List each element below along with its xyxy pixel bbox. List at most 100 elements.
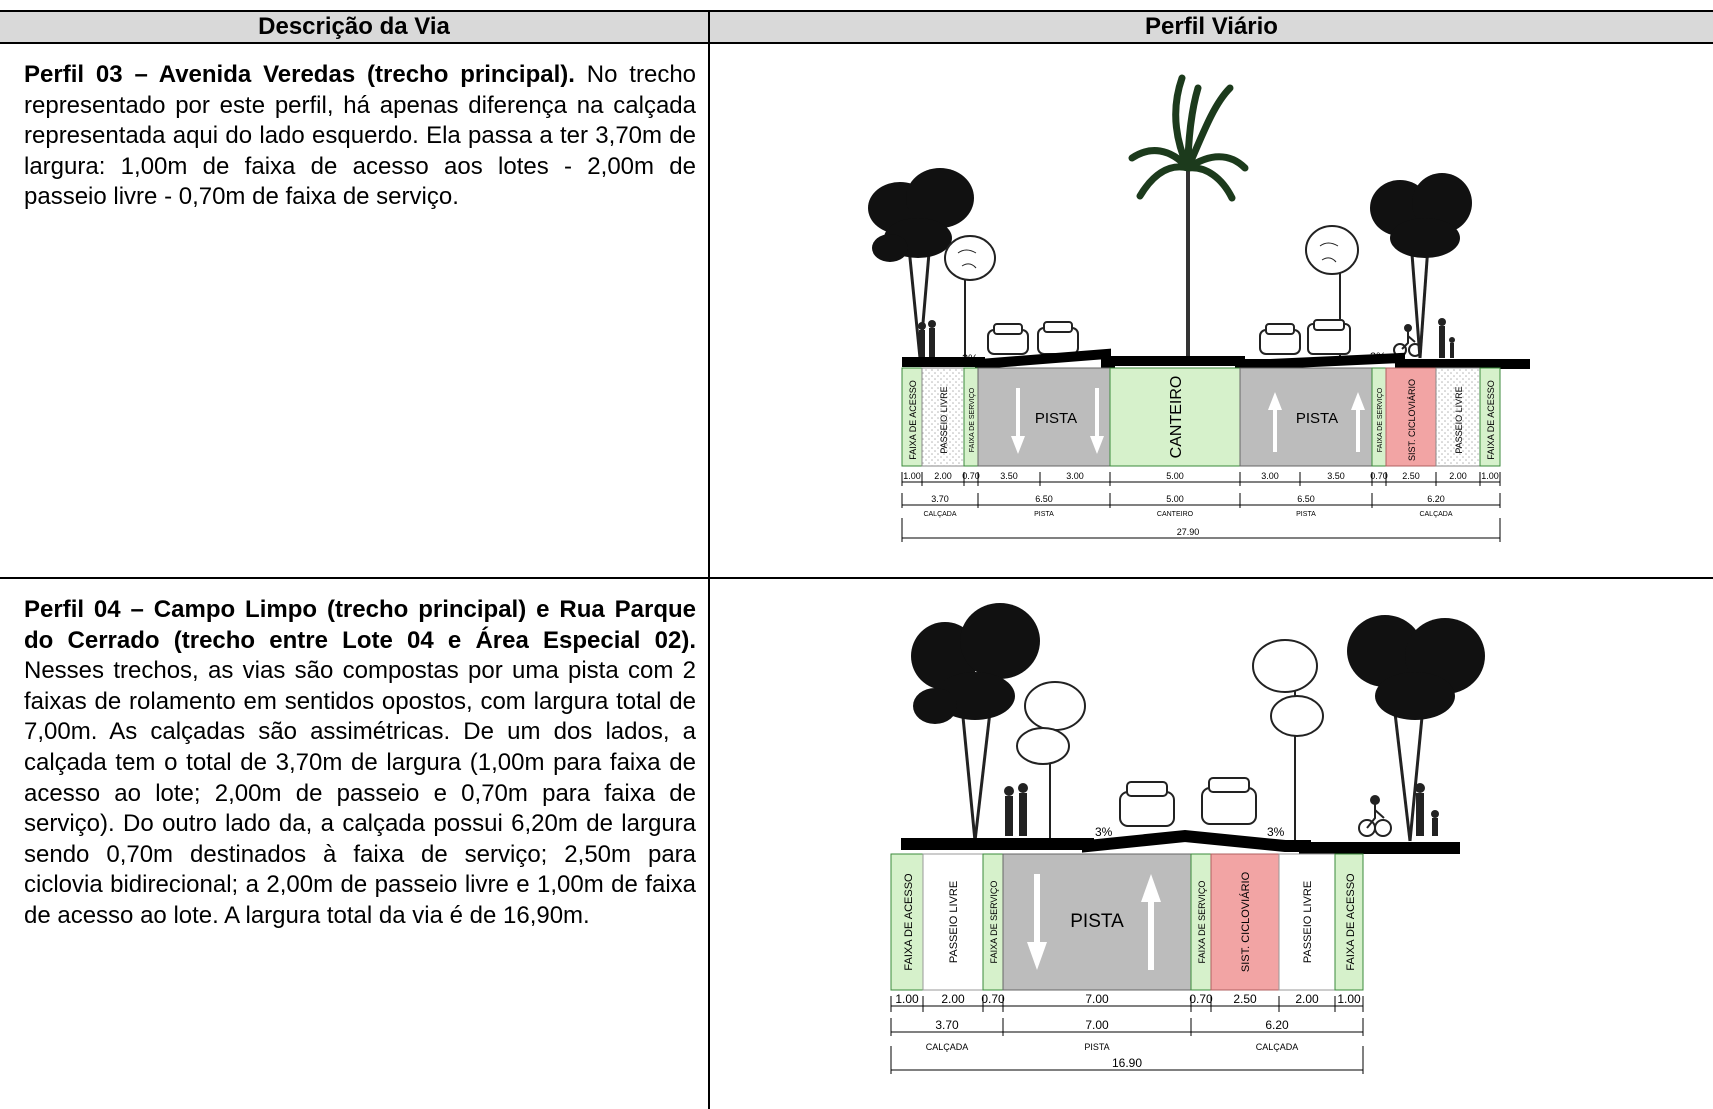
- dim-value: 1.00: [1337, 992, 1361, 1006]
- strip-faixa-acesso-right: FAIXA DE ACESSO: [1479, 367, 1501, 467]
- ground-profile-line: [902, 348, 1530, 370]
- strip-faixa-servico-left: FAIXA DE SERVIÇO: [982, 853, 1004, 991]
- ground-profile-line: [901, 829, 1460, 854]
- profile-03-diagram: 3% 3% FAIXA DE ACESSO PASSEIO LIVRE FAIX…: [868, 74, 1530, 542]
- strip-canteiro: CANTEIRO: [1109, 367, 1241, 467]
- header-bottom-border: [0, 42, 1713, 44]
- dim-value: 0.70: [1370, 471, 1388, 481]
- group-label: CALÇADA: [1256, 1042, 1299, 1052]
- dimension-lines: [901, 472, 1501, 542]
- group-value: 6.50: [1035, 494, 1053, 504]
- strip-passeio-livre-left: PASSEIO LIVRE: [922, 853, 984, 991]
- group-value: 3.70: [935, 1018, 959, 1032]
- palm-tree-icon: [1128, 74, 1249, 360]
- svg-text:FAIXA DE ACESSO: FAIXA DE ACESSO: [1486, 380, 1496, 460]
- svg-text:PISTA: PISTA: [1296, 410, 1338, 427]
- small-tree-icon: [1252, 639, 1324, 841]
- car-icon: [1119, 777, 1257, 827]
- svg-text:FAIXA DE ACESSO: FAIXA DE ACESSO: [1345, 873, 1357, 971]
- svg-text:CANTEIRO: CANTEIRO: [1168, 376, 1185, 459]
- svg-text:FAIXA DE SERVIÇO: FAIXA DE SERVIÇO: [1197, 881, 1207, 964]
- svg-text:SIST. CICLOVIÁRIO: SIST. CICLOVIÁRIO: [1407, 379, 1417, 461]
- dim-value: 1.00: [895, 992, 919, 1006]
- cyclist-icon: [1393, 324, 1422, 357]
- strip-faixa-acesso-right: FAIXA DE ACESSO: [1334, 853, 1364, 991]
- slope-label-right: 3%: [1267, 825, 1285, 839]
- strip-faixa-acesso-left: FAIXA DE ACESSO: [901, 367, 923, 467]
- strip-pista-right: PISTA: [1239, 367, 1373, 467]
- group-value: 6.20: [1265, 1018, 1289, 1032]
- svg-text:PASSEIO LIVRE: PASSEIO LIVRE: [948, 881, 960, 963]
- row1-description: Perfil 03 – Avenida Veredas (trecho prin…: [24, 60, 696, 213]
- pedestrians-icon: [1004, 783, 1439, 836]
- strip-pista-left: PISTA: [977, 367, 1111, 467]
- dim-value: 2.00: [934, 471, 952, 481]
- strip-pista: PISTA: [1002, 853, 1192, 991]
- group-label: PISTA: [1084, 1042, 1109, 1052]
- strip-passeio-livre-right: PASSEIO LIVRE: [1435, 367, 1481, 467]
- column-divider: [708, 10, 710, 1109]
- svg-text:FAIXA DE SERVIÇO: FAIXA DE SERVIÇO: [1377, 387, 1384, 452]
- small-tree-icon: [944, 235, 996, 358]
- group-value: 6.20: [1427, 494, 1445, 504]
- group-label: CANTEIRO: [1157, 511, 1194, 518]
- tree-icon: [1347, 615, 1485, 842]
- table-top-border: [0, 10, 1713, 12]
- strip-passeio-livre-left: PASSEIO LIVRE: [921, 367, 965, 467]
- dim-value: 1.00: [1481, 471, 1499, 481]
- dim-value: 2.50: [1402, 471, 1420, 481]
- row-divider: [0, 577, 1713, 579]
- strip-faixa-servico-right: FAIXA DE SERVIÇO: [1190, 853, 1212, 991]
- group-value: 7.00: [1085, 1018, 1109, 1032]
- dim-value: 1.00: [903, 471, 921, 481]
- tree-icon: [1370, 173, 1472, 359]
- group-label: CALÇADA: [1419, 511, 1452, 518]
- svg-text:SIST. CICLOVIÁRIO: SIST. CICLOVIÁRIO: [1239, 871, 1252, 972]
- group-label: PISTA: [1296, 511, 1316, 518]
- column-header-description: Descrição da Via: [258, 13, 450, 40]
- group-label: CALÇADA: [923, 511, 956, 518]
- row2-text: Nesses trechos, as vias são compostas po…: [24, 657, 696, 929]
- cyclist-icon: [1358, 795, 1392, 837]
- group-value: 3.70: [931, 494, 949, 504]
- row2-title: Perfil 04 – Campo Limpo (trecho principa…: [24, 596, 696, 654]
- svg-text:FAIXA DE ACESSO: FAIXA DE ACESSO: [908, 380, 918, 460]
- dim-value: 2.50: [1233, 992, 1257, 1006]
- strip-sist-cicloviario: SIST. CICLOVIÁRIO: [1210, 853, 1280, 991]
- total-width: 16.90: [1112, 1056, 1142, 1070]
- row1-title: Perfil 03 – Avenida Veredas (trecho prin…: [24, 61, 575, 88]
- strip-faixa-servico-right: FAIXA DE SERVIÇO: [1371, 367, 1387, 467]
- dim-value: 3.00: [1261, 471, 1279, 481]
- svg-text:FAIXA DE SERVIÇO: FAIXA DE SERVIÇO: [989, 881, 999, 964]
- pedestrians-icon: [918, 318, 1455, 358]
- tree-icon: [911, 603, 1040, 842]
- group-value: 6.50: [1297, 494, 1315, 504]
- strip-passeio-livre-right: PASSEIO LIVRE: [1278, 853, 1336, 991]
- svg-text:PISTA: PISTA: [1035, 410, 1077, 427]
- svg-text:PASSEIO LIVRE: PASSEIO LIVRE: [1454, 386, 1464, 453]
- small-tree-icon: [1016, 681, 1086, 841]
- dim-value: 5.00: [1166, 471, 1184, 481]
- dim-value: 7.00: [1085, 992, 1109, 1006]
- car-icon: [987, 319, 1351, 355]
- dim-value: 0.70: [981, 992, 1005, 1006]
- profile-04-diagram: 3% 3% FAIXA DE ACESSO PASSEIO LIVRE FAIX…: [890, 603, 1485, 1074]
- row2-description: Perfil 04 – Campo Limpo (trecho principa…: [24, 595, 696, 932]
- svg-text:FAIXA DE ACESSO: FAIXA DE ACESSO: [903, 873, 915, 971]
- total-width: 27.90: [1177, 527, 1200, 537]
- slope-label-left: 3%: [1095, 825, 1113, 839]
- row1-text: No trecho representado por este perfil, …: [24, 61, 697, 211]
- strip-faixa-servico-left: FAIXA DE SERVIÇO: [963, 367, 979, 467]
- group-value: 5.00: [1166, 494, 1184, 504]
- dim-value: 2.00: [941, 992, 965, 1006]
- dim-value: 2.00: [1449, 471, 1467, 481]
- strip-faixa-acesso-left: FAIXA DE ACESSO: [890, 853, 924, 991]
- group-label: PISTA: [1034, 511, 1054, 518]
- dim-value: 0.70: [962, 471, 980, 481]
- svg-text:PASSEIO LIVRE: PASSEIO LIVRE: [939, 386, 949, 453]
- dimension-lines: [890, 996, 1364, 1074]
- group-label: CALÇADA: [926, 1042, 969, 1052]
- tree-icon: [868, 168, 974, 359]
- svg-text:PISTA: PISTA: [1070, 911, 1124, 932]
- strip-sist-cicloviario: SIST. CICLOVIÁRIO: [1385, 367, 1437, 467]
